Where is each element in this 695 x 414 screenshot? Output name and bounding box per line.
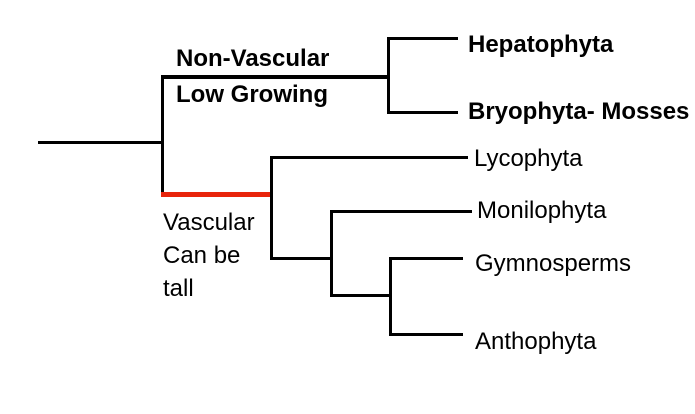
monilophyta-tip-line [330,210,472,213]
root-split-vertical-line [161,75,164,197]
anthophyta-tip-line [389,333,463,336]
non-vascular-label-line1: Non-Vascular [176,45,330,72]
taxon-label-lycophyta: Lycophyta [474,145,583,172]
euphyllophyte-branch-line [270,257,333,260]
vascular-branch-line-red [161,192,272,197]
taxon-label-monilophyta: Monilophyta [477,197,607,224]
vascular-label-line1: Vascular [163,209,255,236]
bryophyta-tip-line [387,111,458,114]
non-vascular-split-vertical-line [387,37,390,114]
hepatophyta-tip-line [387,37,458,40]
vascular-label-line2: Can be [163,242,241,269]
vascular-label-line3: tall [163,275,194,302]
taxon-label-bryophyta: Bryophyta- Mosses [468,98,690,125]
root-branch-line [38,141,164,144]
taxon-label-gymnosperms: Gymnosperms [475,250,632,277]
vascular-split-vertical-line [270,156,273,260]
vascular-label-block: Vascular Can be tall [163,206,283,305]
taxon-label-hepatophyta: Hepatophyta [468,31,614,58]
seed-plant-split-vertical-line [389,257,392,336]
lycophyta-tip-line [270,156,468,159]
taxon-label-anthophyta: Anthophyta [475,328,597,355]
gymnosperms-tip-line [389,257,463,260]
non-vascular-label-line2: Low Growing [176,81,328,108]
non-vascular-branch-line [161,75,390,79]
seed-plant-branch-line [330,294,392,297]
monilophyta-split-vertical-line [330,210,333,297]
